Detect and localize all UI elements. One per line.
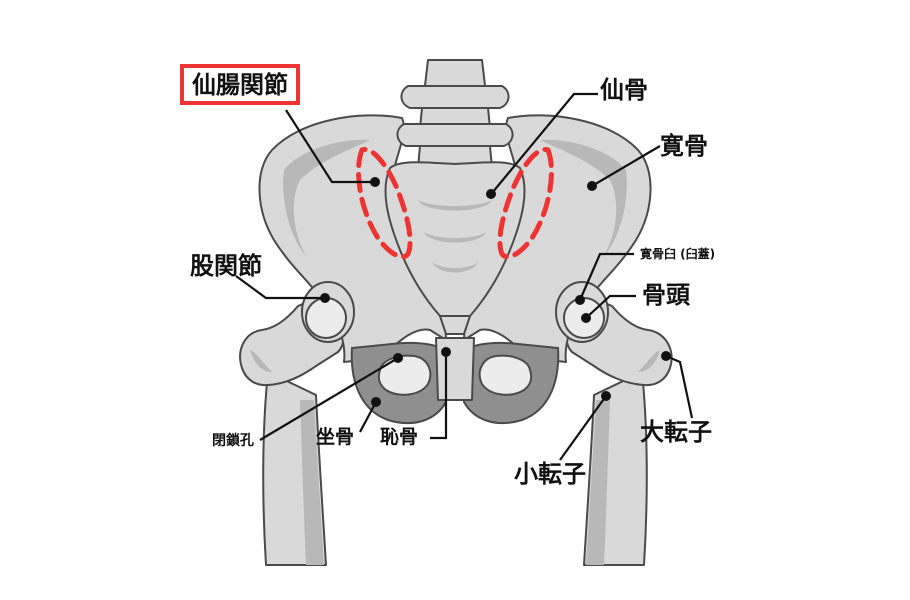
sacroiliac-highlight [356,147,554,260]
spine-sacrum [384,59,526,335]
pubis-label: 恥骨 [380,426,419,448]
obturator-foramen-label: 閉鎖孔 [212,433,254,449]
hip-joint-label: 股関節 [190,252,262,280]
sacroiliac-joint-label-box: 仙腸関節 [180,64,300,105]
femoral-heads [305,297,605,339]
greater-trochanter-label: 大転子 [640,418,712,446]
sacrum-label: 仙骨 [600,76,648,104]
lesser-trochanter-label: 小転子 [514,460,586,488]
ilium-label: 寛骨 [660,132,708,160]
acetabulum-label: 寛骨臼 (臼蓋) [640,247,716,261]
leader-lines [235,92,694,461]
femoral-head-label: 骨頭 [642,281,690,309]
sacroiliac-joint-label: 仙腸関節 [192,71,288,99]
ischium-label: 坐骨 [316,426,355,448]
